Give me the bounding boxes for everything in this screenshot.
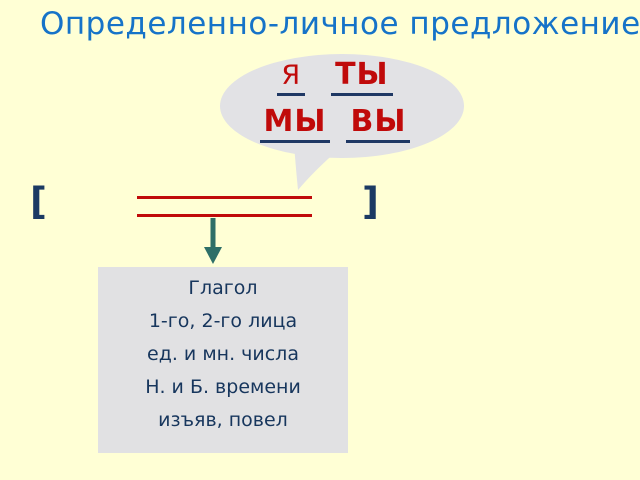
info-line-tense: Н. и Б. времени: [145, 376, 301, 398]
pronoun-row-1: Я ТЫ: [277, 58, 393, 96]
down-arrow-head: [204, 247, 222, 264]
speech-bubble-tail: [294, 144, 338, 190]
info-line-number: ед. и мн. числа: [147, 343, 299, 365]
info-line-mood: изъяв, повел: [158, 409, 288, 431]
pronoun-row-2: МЫ ВЫ: [259, 105, 411, 143]
down-arrow-icon: [204, 218, 222, 264]
verb-info-box: Глагол 1-го, 2-го лица ед. и мн. числа Н…: [98, 267, 348, 453]
pronoun-ya: Я: [277, 61, 306, 96]
speech-bubble: [220, 54, 464, 190]
info-line-verb: Глагол: [188, 277, 258, 299]
pronoun-my: МЫ: [259, 105, 331, 143]
predicate-double-line: [137, 196, 312, 217]
info-line-person: 1-го, 2-го лица: [148, 310, 298, 332]
pronoun-group: Я ТЫ МЫ ВЫ: [230, 58, 440, 143]
pronoun-vy: ВЫ: [346, 105, 411, 143]
pronoun-ty: ТЫ: [331, 58, 393, 96]
left-bracket: [: [30, 180, 47, 223]
right-bracket: ]: [362, 180, 379, 223]
slide-title: Определенно-личное предложение: [40, 6, 640, 42]
speech-bubble-ellipse: [220, 54, 464, 158]
